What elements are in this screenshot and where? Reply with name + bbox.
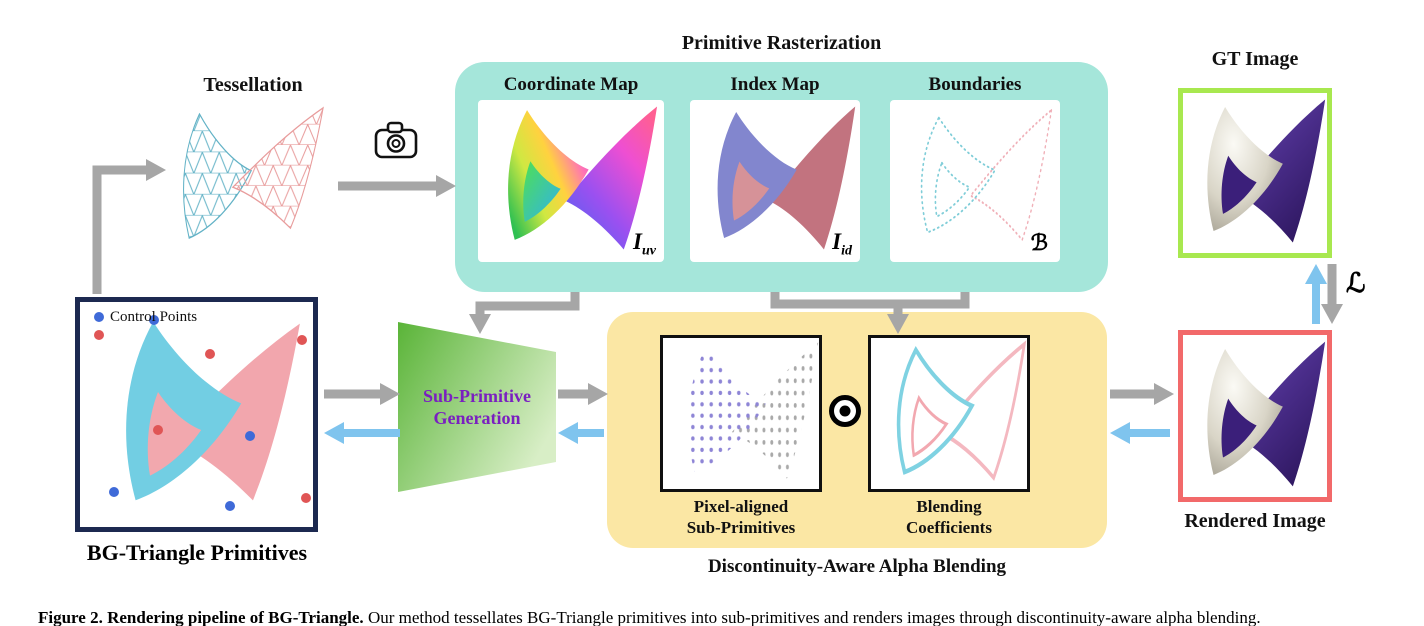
caption-text: Our method tessellates BG-Triangle primi… — [367, 608, 1261, 626]
boundaries-panel: ℬ — [890, 100, 1060, 262]
gt-image-box — [1178, 88, 1332, 258]
pixel-aligned-graphic — [688, 342, 819, 479]
primitive-rasterization-title: Primitive Rasterization — [681, 32, 882, 54]
bg-triangle-primitives-box: Control Points — [75, 297, 318, 532]
boundaries-symbol: ℬ — [1030, 230, 1048, 255]
camera-icon — [374, 121, 418, 159]
tessellation-mesh-graphic — [182, 107, 324, 239]
pixel-aligned-label: Pixel-aligned Sub-Primitives — [686, 497, 796, 537]
coordinate-map-label: Coordinate Map — [503, 74, 639, 95]
index-map-symbol: Iid — [832, 229, 852, 259]
pixel-aligned-panel — [660, 335, 822, 492]
tessellated-shield-mesh — [182, 113, 252, 239]
rendered-image-label: Rendered Image — [1184, 510, 1326, 532]
tessellation-label: Tessellation — [203, 74, 303, 96]
legend-red-dot — [94, 330, 104, 340]
blending-coefficients-graphic — [871, 338, 1027, 489]
coordinate-map-panel: Iuv — [478, 100, 664, 262]
arrow-head-generator-left — [380, 383, 400, 405]
arrow-head-rasterization — [436, 175, 456, 197]
rendered-image-box — [1178, 330, 1332, 502]
loss-symbol: ℒ — [1346, 268, 1366, 298]
arrow-head-blending-left — [588, 383, 608, 405]
arrow-head-rendered-left — [1154, 383, 1174, 405]
control-points-graphic — [109, 315, 311, 511]
gt-image-graphic — [1207, 99, 1326, 243]
coordinate-map-symbol: Iuv — [633, 229, 656, 259]
arrow-head-generator-back — [558, 422, 578, 444]
control-point-dots-red — [153, 335, 311, 503]
control-point-dots-blue — [109, 315, 255, 511]
rendered-image-graphic — [1207, 341, 1326, 487]
arrow-maps-to-generator — [475, 292, 580, 316]
arrow-head-gt-up — [1305, 264, 1327, 284]
sub-primitive-generator-shape — [398, 322, 556, 492]
index-map-label: Index Map — [730, 74, 820, 95]
odot-operator-icon — [829, 395, 861, 427]
index-map-panel: Iid — [690, 100, 860, 262]
gt-image-label: GT Image — [1211, 48, 1299, 70]
legend-blue-dot — [94, 312, 104, 322]
arrow-head-blending-back — [1110, 422, 1130, 444]
control-points-label: Control Points — [110, 309, 198, 325]
boundaries-label: Boundaries — [928, 74, 1022, 95]
blending-coefficients-label: Blending Coefficients — [906, 497, 992, 537]
bg-triangle-primitives-label: BG-Triangle Primitives — [86, 540, 308, 565]
alpha-blending-title: Discontinuity-Aware Alpha Blending — [707, 556, 1007, 577]
caption-figure-label: Figure 2. — [38, 608, 103, 626]
blending-coefficients-panel — [868, 335, 1030, 492]
figure-caption: Figure 2. Rendering pipeline of BG-Trian… — [38, 607, 1386, 626]
caption-title: Rendering pipeline of BG-Triangle. — [107, 608, 364, 626]
arrow-head-primitives-back — [324, 422, 344, 444]
sub-primitive-generator-label: Sub-Primitive Generation — [423, 386, 531, 428]
arrow-head-gt-down — [1321, 304, 1343, 324]
arrow-primitives-to-tessellation — [92, 165, 148, 294]
